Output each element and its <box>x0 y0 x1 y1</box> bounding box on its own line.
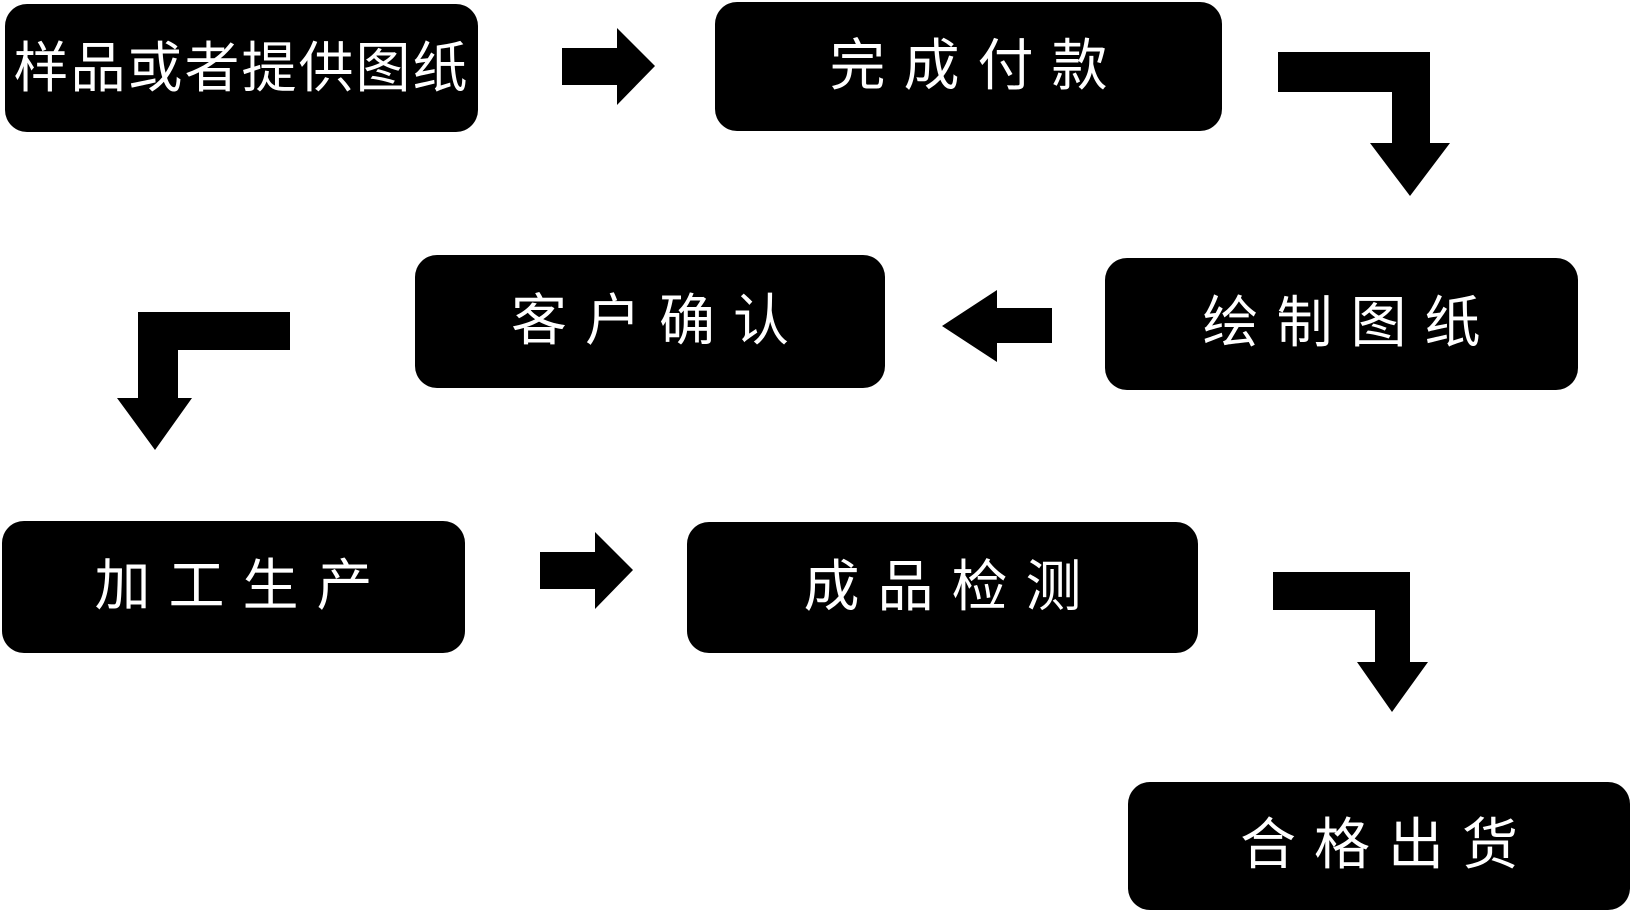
arrow-right-icon <box>562 28 655 105</box>
flow-node-sample-or-drawing: 样品或者提供图纸 <box>5 4 478 132</box>
flow-node-label: 完成付款 <box>829 33 1126 99</box>
arrow-left-icon <box>942 290 1052 362</box>
flow-node-shipment: 合格出货 <box>1128 782 1630 910</box>
flow-node-inspection: 成品检测 <box>687 522 1198 653</box>
arrow-right-icon <box>540 532 633 609</box>
elbow-arrow-down-icon <box>1273 572 1428 712</box>
flow-node-payment: 完成付款 <box>715 2 1222 131</box>
flow-node-draw-drawing: 绘制图纸 <box>1105 258 1578 390</box>
arrow-shape <box>540 532 633 609</box>
flow-node-label: 样品或者提供图纸 <box>13 35 470 100</box>
elbow-arrow-down-icon <box>1278 52 1450 196</box>
arrow-shape <box>942 290 1052 362</box>
arrow-shape <box>562 28 655 105</box>
flow-node-production: 加工生产 <box>2 521 465 653</box>
elbow-arrow-down-icon <box>117 312 290 450</box>
flow-node-label: 绘制图纸 <box>1202 291 1499 356</box>
flow-node-label: 合格出货 <box>1240 813 1536 878</box>
flow-node-customer-confirm: 客户确认 <box>415 255 885 388</box>
flow-node-label: 加工生产 <box>94 554 391 619</box>
arrow-shape <box>1278 52 1450 196</box>
flow-node-label: 客户确认 <box>511 288 807 354</box>
arrow-shape <box>117 312 290 450</box>
flow-node-label: 成品检测 <box>803 554 1100 620</box>
arrow-shape <box>1273 572 1428 712</box>
